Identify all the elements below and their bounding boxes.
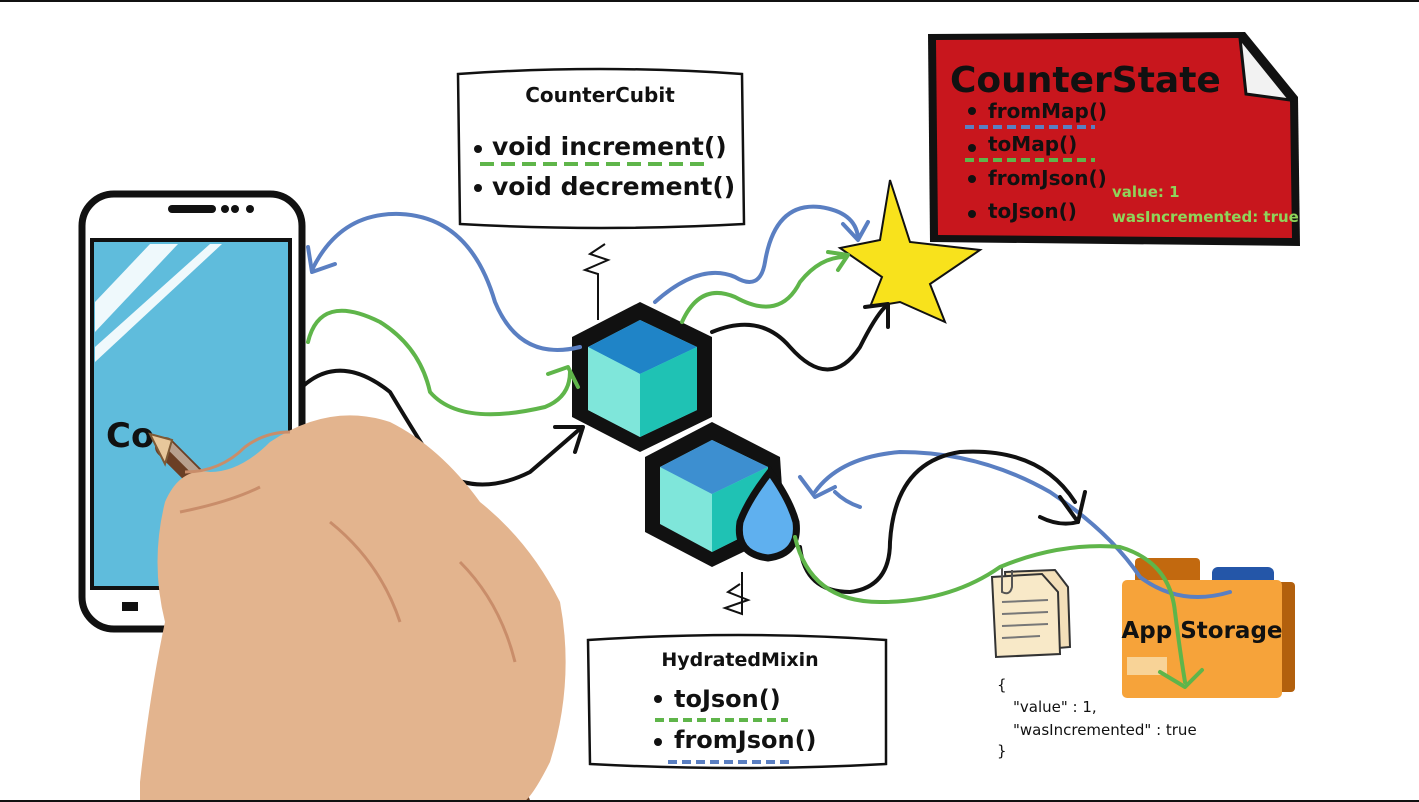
counter-cubit-box: CounterCubit void increment() void decre… [456,67,746,320]
json-line: "wasIncremented" : true [1013,721,1197,739]
state-was-incremented-line: wasIncremented: true [1112,208,1299,226]
hydrated-mixin-method: toJson() [674,685,781,713]
black-arrow [710,305,887,372]
json-document-icon [990,567,1072,659]
json-open-brace: { [997,676,1007,694]
mixin-connector [721,572,751,616]
hydrated-mixin-box: HydratedMixin toJson() fromJson() [586,633,888,770]
hydrated-mixin-title: HydratedMixin [661,649,818,671]
app-storage-label: App Storage [1121,618,1282,644]
water-drop-icon [735,466,800,562]
blue-arrow [653,204,860,304]
app-storage-folder-icon: App Storage [1121,558,1295,698]
phone-speaker [168,205,216,213]
green-arrow [793,535,1187,684]
hydrated-mixin-method: fromJson() [674,726,817,754]
cubit-connector [582,243,611,320]
cubit-hex-cube [572,302,712,452]
counter-state-method: toMap() [988,132,1077,156]
state-value-line: value: 1 [1112,183,1180,201]
counter-state-method: fromJson() [988,166,1107,190]
counter-state-card: CounterState fromMap() toMap() fromJson(… [928,32,1300,246]
counter-cubit-method: void increment() [492,132,727,161]
phone-screen-text: Co [106,416,154,456]
blue-arrow [813,450,1232,599]
star-icon [837,179,983,324]
green-arrow [306,308,572,417]
json-line: "value" : 1, [1013,698,1097,716]
drawing-hand [140,415,566,800]
screen-glare [95,244,178,332]
blue-arrow [310,211,582,352]
counter-state-title: CounterState [950,60,1221,101]
json-close-brace: } [997,742,1007,760]
counter-cubit-method: void decrement() [492,172,735,201]
phone-home-button [122,602,138,611]
counter-cubit-title: CounterCubit [525,83,675,107]
green-arrow [680,255,847,324]
counter-state-method: toJson() [988,199,1077,223]
counter-state-method: fromMap() [988,99,1107,123]
